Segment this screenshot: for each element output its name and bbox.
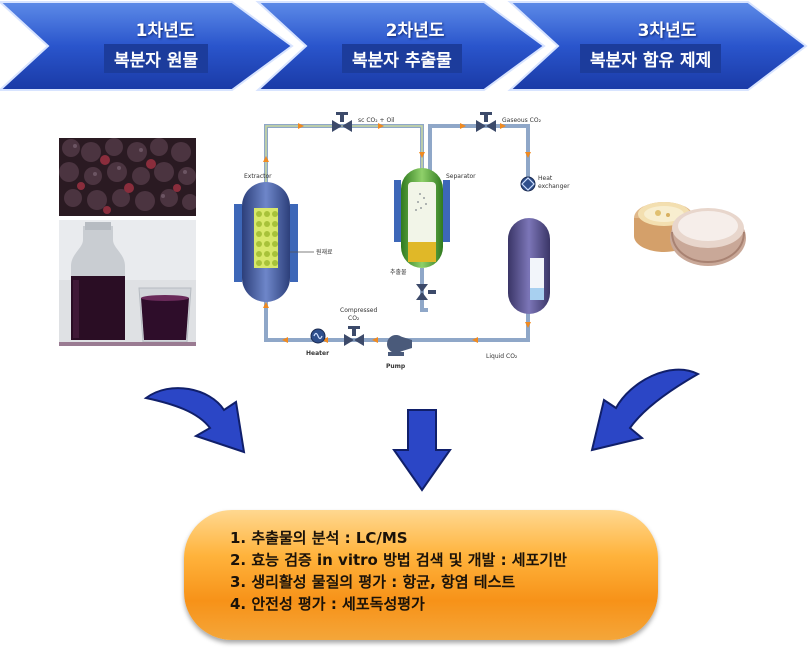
heat-exchanger	[520, 176, 536, 192]
result-item-4: 4. 안전성 평가 : 세포독성평가	[230, 595, 425, 613]
label-extractor: Extractor	[244, 173, 272, 180]
process-diagram: sc CO₂ + Oil Gaseous CO₂ Extractor Separ…	[234, 112, 570, 370]
result-item-1: 1. 추출물의 분석 : LC/MS	[230, 529, 408, 547]
label-heat-exchanger-1: Heat	[538, 175, 553, 182]
pipe-gaseous	[428, 124, 530, 178]
stage-3-year: 3차년도	[637, 21, 697, 41]
stage-2-year: 2차년도	[385, 21, 445, 41]
valve-top-left	[332, 112, 352, 132]
pipe-tank-return	[264, 288, 530, 342]
label-raw-material: 원재료	[316, 248, 333, 256]
label-extract: 추출물	[390, 268, 407, 276]
raspberry-photo	[59, 138, 196, 216]
stage-1-label: 복분자 원물	[104, 44, 209, 73]
label-separator: Separator	[446, 173, 476, 180]
arrow-center-down	[392, 409, 452, 492]
valve-drain	[416, 284, 436, 300]
label-heat-exchanger-2: exchanger	[538, 183, 570, 190]
label-compressed-1: Compressed	[340, 307, 377, 314]
valve-compressed	[344, 326, 364, 346]
label-heater: Heater	[306, 350, 329, 357]
arrow-right-down	[590, 368, 701, 452]
valve-top-right	[476, 112, 496, 132]
stage-3-label: 복분자 함유 제제	[580, 44, 722, 73]
label-liquid-co2: Liquid CO₂	[486, 353, 518, 360]
label-pump: Pump	[386, 363, 406, 370]
arrow-left-down	[143, 387, 246, 454]
label-sc-co2-oil: sc CO₂ + Oil	[358, 117, 395, 124]
stage-2-label: 복분자 추출물	[342, 44, 462, 73]
juice-bottle-photo	[59, 220, 196, 346]
label-gaseous-co2: Gaseous CO₂	[502, 117, 542, 124]
result-item-3: 3. 생리활성 물질의 평가 : 항균, 항염 테스트	[230, 573, 516, 591]
cosmetic-jar-photo	[630, 180, 750, 272]
results-box	[184, 510, 658, 640]
results-list: 1. 추출물의 분석 : LC/MS 2. 효능 검증 in vitro 방법 …	[230, 527, 567, 615]
flow-arrows	[263, 123, 531, 343]
stage-1-year: 1차년도	[135, 21, 195, 41]
result-item-2: 2. 효능 검증 in vitro 방법 검색 및 개발 : 세포기반	[230, 551, 567, 569]
label-compressed-2: CO₂	[348, 315, 360, 322]
